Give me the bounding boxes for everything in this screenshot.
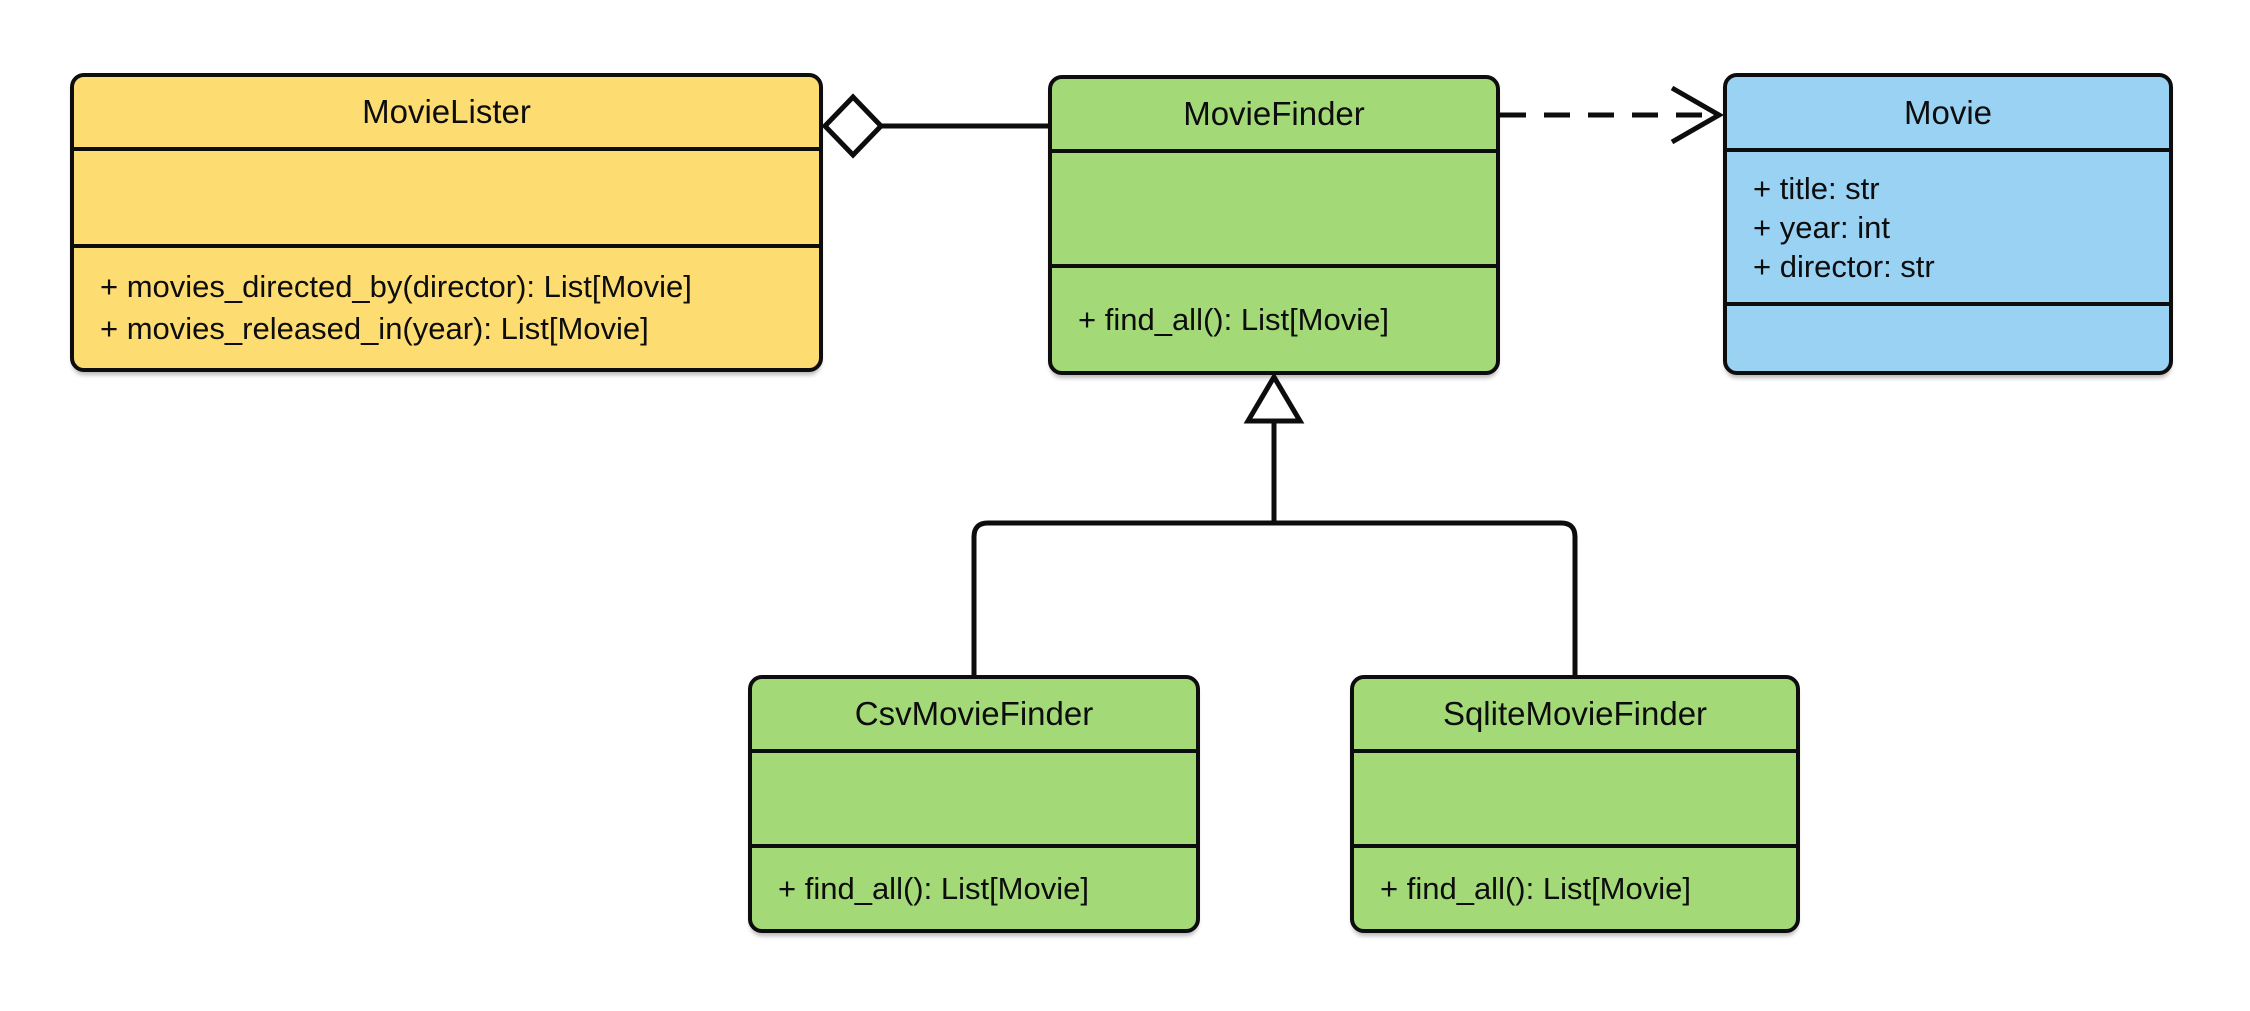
- class-moviefinder: MovieFinder + find_all(): List[Movie]: [1048, 75, 1500, 375]
- methods-compartment: + find_all(): List[Movie]: [1354, 844, 1796, 929]
- open-arrowhead-icon: [1670, 85, 1725, 145]
- method-find-all: + find_all(): List[Movie]: [1380, 870, 1691, 906]
- attribute-title: + title: str: [1753, 170, 1880, 206]
- methods-compartment: + find_all(): List[Movie]: [1052, 264, 1496, 371]
- class-sqlitemoviefinder: SqliteMovieFinder + find_all(): List[Mov…: [1350, 675, 1800, 933]
- attributes-compartment: [74, 147, 819, 244]
- generalization-triangle-icon: [1243, 372, 1305, 424]
- method-movies-directed-by: + movies_directed_by(director): List[Mov…: [100, 269, 692, 304]
- dependency-arrow: [1500, 85, 1725, 145]
- method-movies-released-in: + movies_released_in(year): List[Movie]: [100, 311, 649, 346]
- methods-compartment: [1727, 302, 2169, 371]
- aggregation-diamond-icon: [821, 93, 885, 159]
- class-movie: Movie + title: str + year: int + directo…: [1723, 73, 2173, 375]
- attributes-compartment: [1052, 149, 1496, 264]
- attributes-compartment: [1354, 749, 1796, 844]
- attributes-compartment: [752, 749, 1196, 844]
- class-title: Movie: [1903, 93, 1993, 131]
- class-csvmoviefinder: CsvMovieFinder + find_all(): List[Movie]: [748, 675, 1200, 933]
- method-find-all: + find_all(): List[Movie]: [1078, 301, 1389, 337]
- attributes-compartment: + title: str + year: int + director: str: [1727, 148, 2169, 302]
- attribute-director: + director: str: [1753, 248, 1935, 284]
- method-find-all: + find_all(): List[Movie]: [778, 870, 1089, 906]
- methods-compartment: + movies_directed_by(director): List[Mov…: [74, 244, 819, 368]
- generalization-connector: [971, 372, 1578, 675]
- aggregation-connector: [821, 93, 1048, 159]
- class-title: MovieLister: [362, 93, 531, 130]
- class-movielister: MovieLister + movies_directed_by(directo…: [70, 73, 823, 372]
- methods-compartment: + find_all(): List[Movie]: [752, 844, 1196, 929]
- class-title: MovieFinder: [1183, 95, 1365, 132]
- class-title: CsvMovieFinder: [854, 695, 1094, 732]
- attribute-year: + year: int: [1753, 209, 1890, 245]
- class-title: SqliteMovieFinder: [1442, 695, 1708, 732]
